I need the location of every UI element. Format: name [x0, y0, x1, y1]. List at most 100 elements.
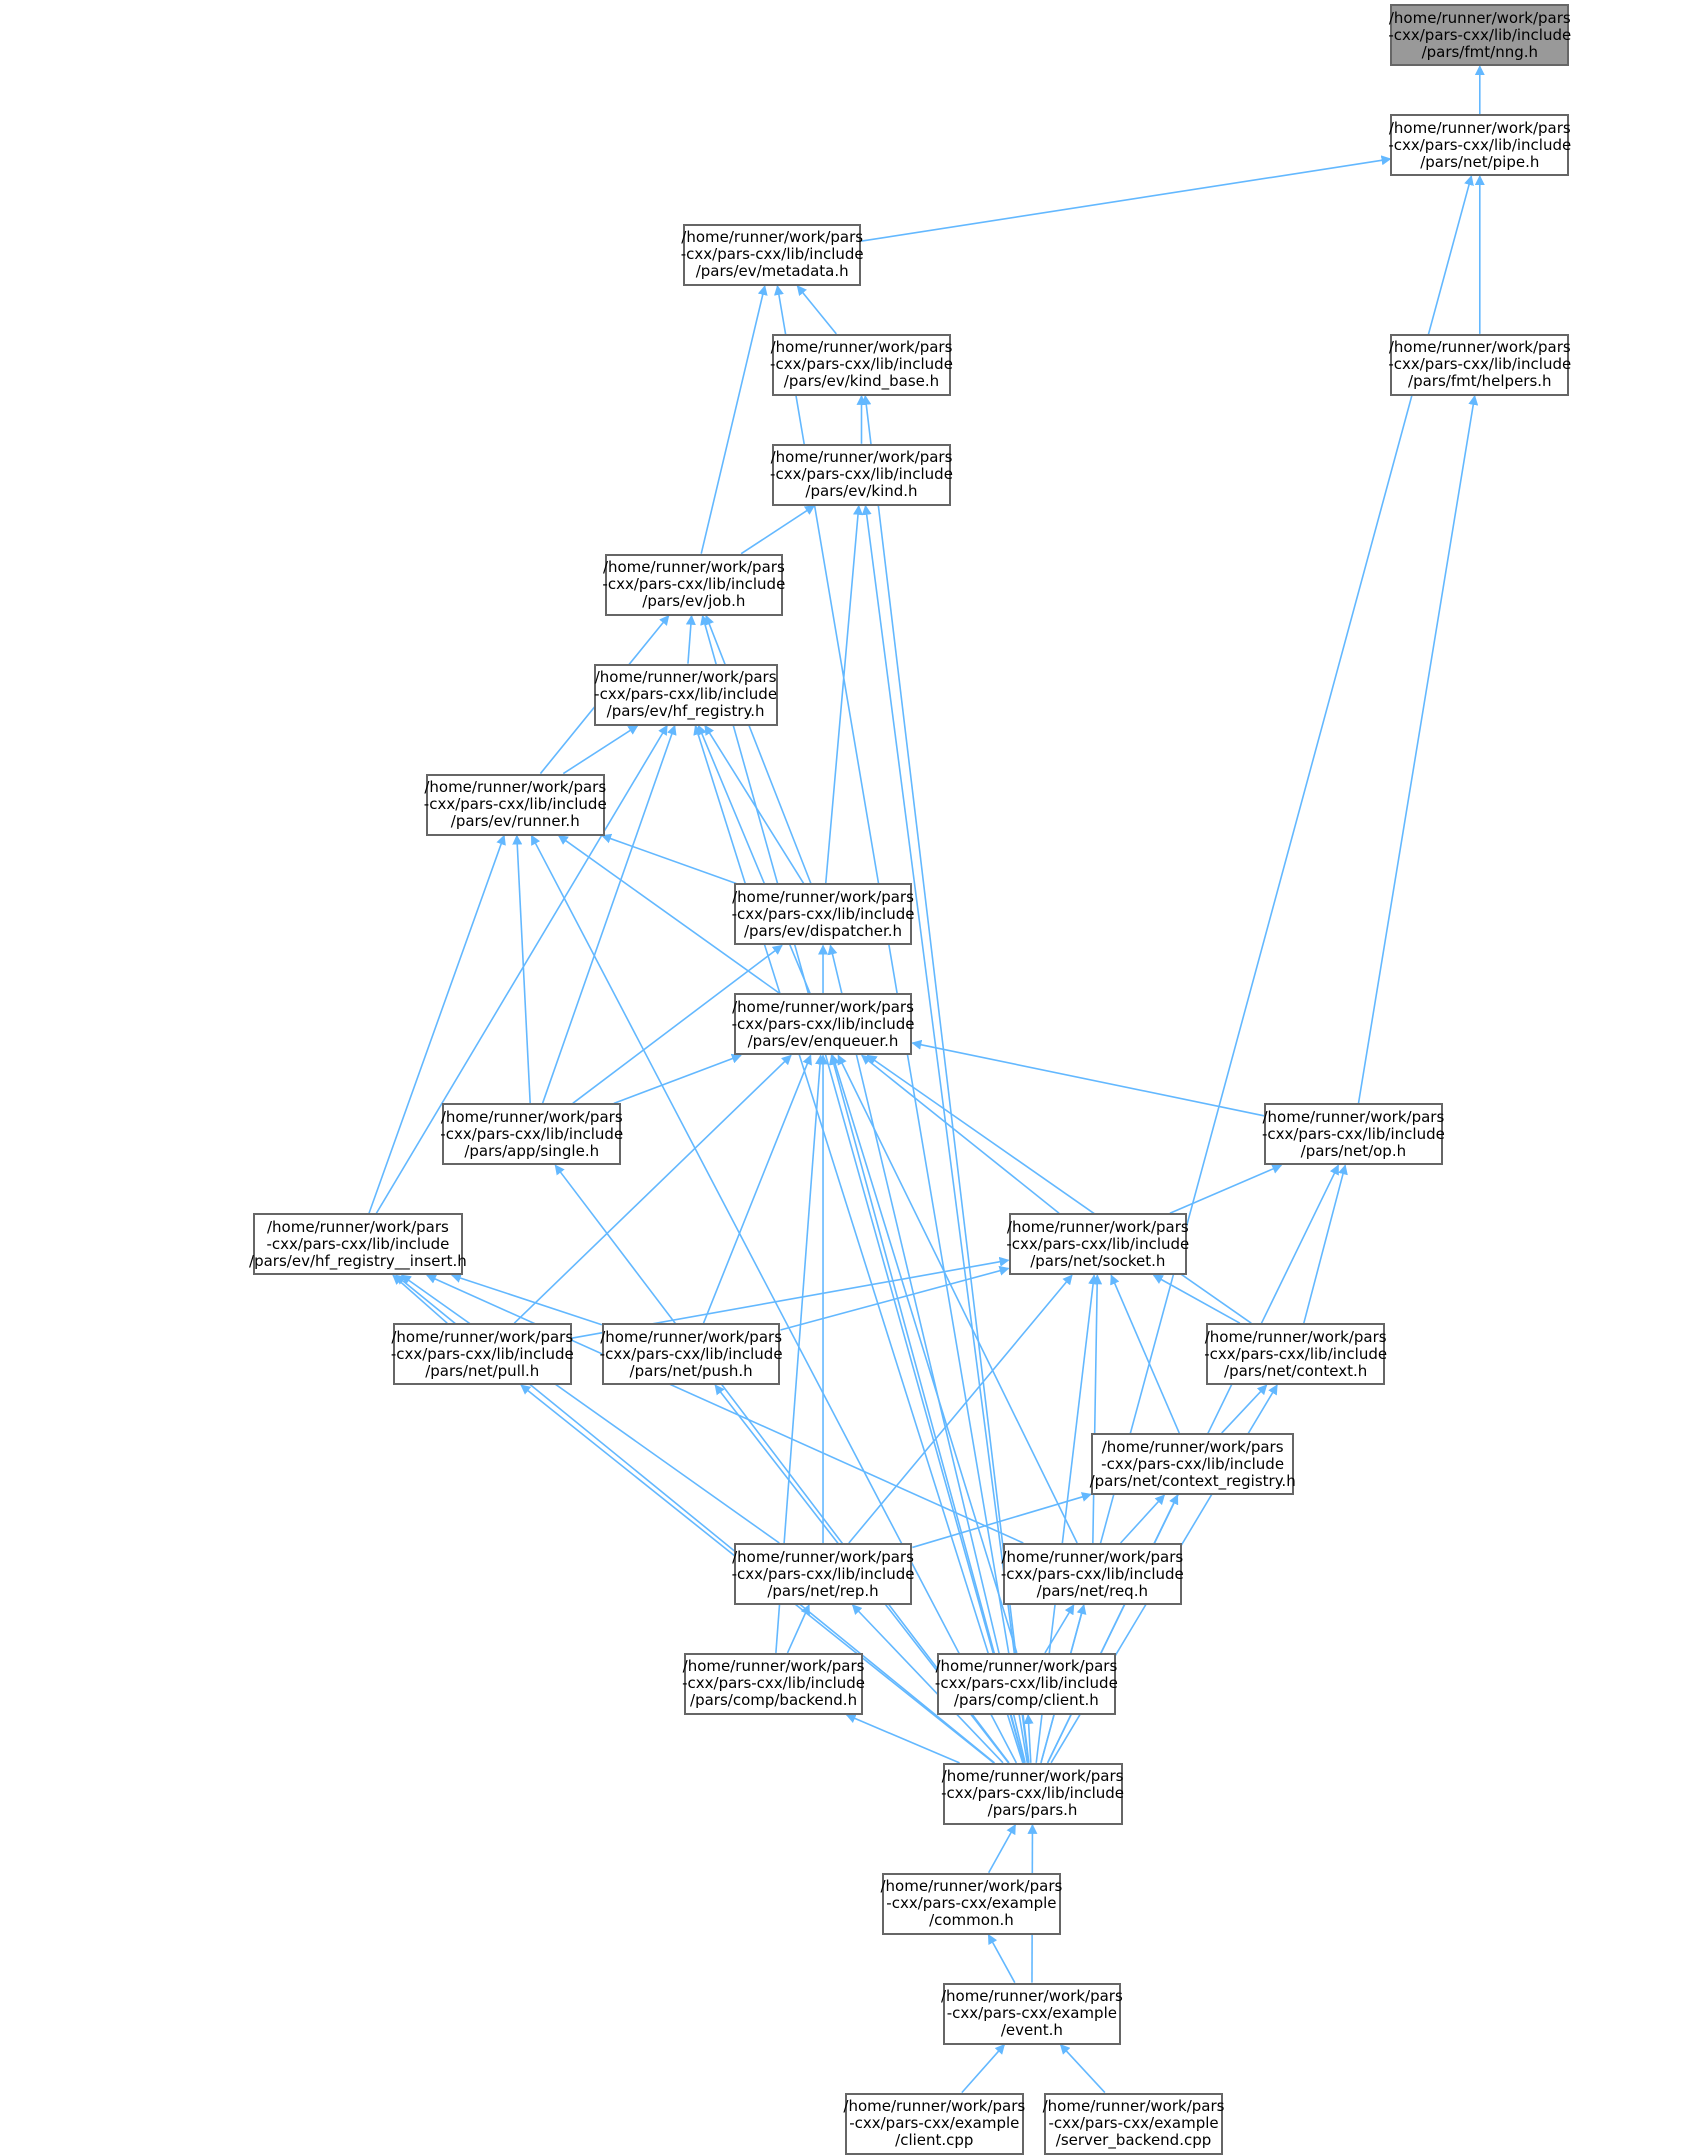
- node-label-line: -cxx/pars-cxx/lib/include: [731, 904, 915, 923]
- node-kind-base[interactable]: /home/runner/work/pars-cxx/pars-cxx/lib/…: [770, 333, 953, 396]
- node-hf-registry[interactable]: /home/runner/work/pars-cxx/pars-cxx/lib/…: [593, 663, 778, 726]
- node-pars[interactable]: /home/runner/work/pars-cxx/pars-cxx/lib/…: [941, 1762, 1124, 1825]
- node-label-line: /pars/net/pipe.h: [1420, 152, 1540, 171]
- node-label-line: /home/runner/work/pars: [732, 1547, 914, 1566]
- node-single[interactable]: /home/runner/work/pars-cxx/pars-cxx/lib/…: [440, 1103, 623, 1166]
- node-dispatcher[interactable]: /home/runner/work/pars-cxx/pars-cxx/lib/…: [731, 883, 915, 946]
- node-label-line: /pars/net/pull.h: [425, 1361, 540, 1380]
- node-label-line: /pars/comp/backend.h: [690, 1691, 858, 1710]
- node-label-line: -cxx/pars-cxx/lib/include: [1388, 135, 1572, 154]
- node-event[interactable]: /home/runner/work/pars-cxx/pars-cxx/exam…: [941, 1982, 1123, 2045]
- node-server-backend[interactable]: /home/runner/work/pars-cxx/pars-cxx/exam…: [1043, 2092, 1224, 2155]
- node-label-line: -cxx/pars-cxx/lib/include: [682, 1674, 865, 1693]
- edge-req-to-socket: [1092, 1274, 1103, 1544]
- node-client-cpp[interactable]: /home/runner/work/pars-cxx/pars-cxx/exam…: [843, 2092, 1026, 2155]
- node-push[interactable]: /home/runner/work/pars-cxx/pars-cxx/lib/…: [599, 1323, 783, 1386]
- edge-pull-to-hf_insert: [392, 1274, 448, 1324]
- edge-context-to-enqueuer: [866, 1054, 1252, 1324]
- node-label-line: -cxx/pars-cxx/lib/include: [266, 1234, 450, 1253]
- node-label-line: /home/runner/work/pars: [935, 1657, 1118, 1676]
- edge-event-to-common: [987, 1933, 1016, 1984]
- node-label-line: /home/runner/work/pars: [1006, 1217, 1189, 1236]
- edge-enqueuer-to-hf_registry: [697, 724, 811, 994]
- node-label-line: /pars/ev/hf_registry.h: [606, 702, 765, 721]
- node-label-line: /home/runner/work/pars: [681, 228, 864, 247]
- node-label-line: -cxx/pars-cxx/lib/include: [934, 1674, 1118, 1693]
- node-label-line: /pars/fmt/nng.h: [1421, 42, 1539, 61]
- node-label-line: -cxx/pars-cxx/lib/include: [1101, 1454, 1285, 1473]
- node-label-line: /home/runner/work/pars: [391, 1327, 574, 1346]
- node-job[interactable]: /home/runner/work/pars-cxx/pars-cxx/lib/…: [602, 553, 785, 616]
- node-label-line: /home/runner/work/pars: [732, 887, 914, 906]
- node-label-line: /pars/comp/client.h: [953, 1691, 1099, 1710]
- node-label-line: /pars/ev/hf_registry__insert.h: [249, 1251, 467, 1270]
- edge-op-to-helpers: [1357, 394, 1479, 1104]
- node-label-line: -cxx/pars-cxx/lib/include: [1261, 1124, 1445, 1143]
- node-label-line: /home/runner/work/pars: [1388, 118, 1571, 137]
- edge-pars-to-runner: [530, 834, 1018, 1764]
- edge-single-to-runner: [512, 834, 531, 1104]
- node-kind[interactable]: /home/runner/work/pars-cxx/pars-cxx/lib/…: [770, 443, 953, 506]
- node-helpers[interactable]: /home/runner/work/pars-cxx/pars-cxx/lib/…: [1388, 333, 1571, 396]
- node-client-h[interactable]: /home/runner/work/pars-cxx/pars-cxx/lib/…: [934, 1652, 1118, 1715]
- edge-client_h-to-enqueuer: [830, 1054, 1018, 1654]
- node-req[interactable]: /home/runner/work/pars-cxx/pars-cxx/lib/…: [1001, 1543, 1184, 1605]
- edge-hf_insert-to-runner: [368, 834, 506, 1214]
- node-context[interactable]: /home/runner/work/pars-cxx/pars-cxx/lib/…: [1204, 1323, 1387, 1386]
- node-label-line: /home/runner/work/pars: [600, 1327, 783, 1346]
- node-label-line: /home/runner/work/pars: [440, 1107, 623, 1126]
- node-label-line: /pars/pars.h: [987, 1801, 1078, 1820]
- edge-job-to-metadata: [700, 284, 768, 554]
- node-enqueuer[interactable]: /home/runner/work/pars-cxx/pars-cxx/lib/…: [732, 993, 914, 1056]
- edge-metadata-to-pipe: [861, 155, 1392, 242]
- edge-pars-to-kind_base: [861, 394, 1030, 1763]
- node-pipe[interactable]: /home/runner/work/pars-cxx/pars-cxx/lib/…: [1388, 114, 1572, 177]
- node-label-line: /pars/ev/dispatcher.h: [743, 921, 903, 940]
- edge-pars-to-pipe: [1040, 175, 1474, 1764]
- edge-pars-to-client_h: [1023, 1713, 1034, 1763]
- node-label-line: -cxx/pars-cxx/lib/include: [599, 1344, 783, 1363]
- edge-hf_insert-to-hf_registry: [375, 724, 668, 1214]
- node-label-line: /home/runner/work/pars: [770, 338, 953, 357]
- edge-socket-to-enqueuer: [860, 1054, 1060, 1214]
- edge-socket-to-op: [1169, 1164, 1283, 1214]
- node-label-line: /pars/net/op.h: [1300, 1141, 1407, 1160]
- node-label-line: /pars/net/context_registry.h: [1089, 1471, 1296, 1490]
- node-common[interactable]: /home/runner/work/pars-cxx/pars-cxx/exam…: [880, 1872, 1062, 1935]
- node-label-line: /pars/net/rep.h: [767, 1581, 879, 1600]
- edge-req-to-context_registry: [1120, 1494, 1166, 1544]
- node-label-line: /pars/ev/kind.h: [805, 482, 918, 501]
- edge-dispatcher-to-hf_registry: [704, 724, 805, 884]
- node-label-line: -cxx/pars-cxx/lib/include: [680, 245, 864, 264]
- edge-client_h-to-req: [1044, 1604, 1075, 1654]
- node-runner[interactable]: /home/runner/work/pars-cxx/pars-cxx/lib/…: [424, 773, 607, 836]
- node-label-line: /pars/net/push.h: [629, 1361, 753, 1380]
- node-label-line: /home/runner/work/pars: [424, 778, 607, 797]
- node-label-line: /pars/net/req.h: [1036, 1581, 1148, 1600]
- node-label-line: /home/runner/work/pars: [770, 448, 953, 467]
- edge-pars-to-context_registry: [1046, 1494, 1179, 1764]
- node-label-line: /pars/ev/enqueuer.h: [747, 1031, 899, 1050]
- node-backend[interactable]: /home/runner/work/pars-cxx/pars-cxx/lib/…: [682, 1652, 865, 1715]
- edge-common-to-pars: [987, 1823, 1017, 1874]
- node-socket[interactable]: /home/runner/work/pars-cxx/pars-cxx/lib/…: [1006, 1213, 1189, 1276]
- node-label-line: /home/runner/work/pars: [594, 668, 777, 687]
- node-label-line: /home/runner/work/pars: [1101, 1437, 1284, 1456]
- node-label-line: /common.h: [929, 1911, 1014, 1930]
- node-context-registry[interactable]: /home/runner/work/pars-cxx/pars-cxx/lib/…: [1089, 1433, 1296, 1496]
- node-hf-insert[interactable]: /home/runner/work/pars-cxx/pars-cxx/lib/…: [249, 1213, 467, 1276]
- node-op[interactable]: /home/runner/work/pars-cxx/pars-cxx/lib/…: [1261, 1103, 1445, 1166]
- node-label-line: /home/runner/work/pars: [732, 997, 914, 1016]
- edge-pull-to-enqueuer: [513, 1054, 792, 1324]
- edge-enqueuer-to-runner: [557, 834, 781, 995]
- node-metadata[interactable]: /home/runner/work/pars-cxx/pars-cxx/lib/…: [680, 223, 864, 286]
- edge-server_backend-to-event: [1059, 2043, 1106, 2094]
- node-label-line: /home/runner/work/pars: [941, 1767, 1124, 1786]
- node-label-line: /home/runner/work/pars: [843, 2097, 1026, 2116]
- edge-req-to-enqueuer: [837, 1054, 1078, 1544]
- node-label-line: /home/runner/work/pars: [1388, 8, 1571, 27]
- node-label-line: /server_backend.cpp: [1055, 2131, 1212, 2150]
- node-pull[interactable]: /home/runner/work/pars-cxx/pars-cxx/lib/…: [391, 1323, 574, 1386]
- node-rep[interactable]: /home/runner/work/pars-cxx/pars-cxx/lib/…: [732, 1543, 914, 1605]
- node-nng[interactable]: /home/runner/work/pars-cxx/pars-cxx/lib/…: [1388, 4, 1571, 67]
